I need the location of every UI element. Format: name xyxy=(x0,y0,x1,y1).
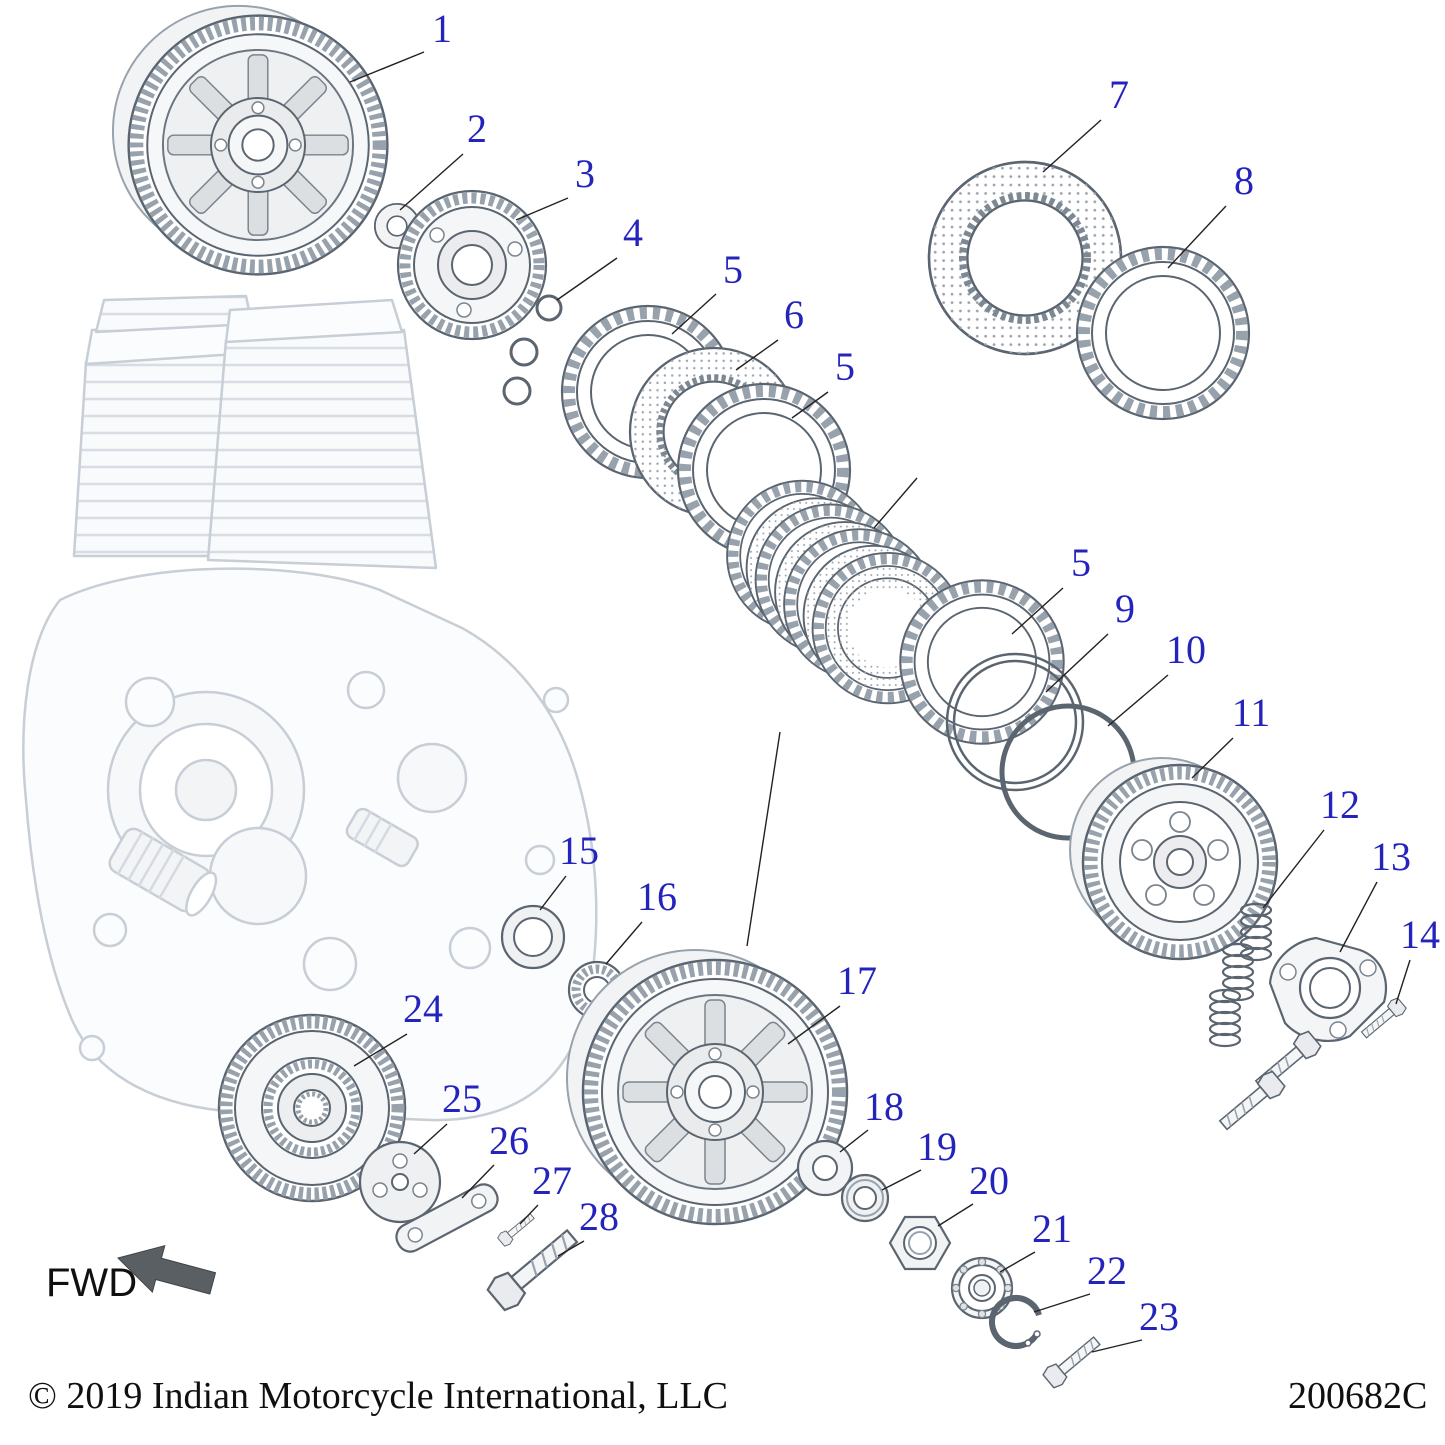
leader-line-18 xyxy=(839,1129,869,1153)
fwd-arrow-icon xyxy=(117,1244,217,1295)
leader-line-4 xyxy=(556,257,618,301)
callout-number-14: 14 xyxy=(1400,912,1440,957)
leader-line-16 xyxy=(605,921,643,965)
bracket-bolt-b xyxy=(1214,1068,1288,1136)
leader-line-21 xyxy=(999,1251,1036,1273)
callout-number-10: 10 xyxy=(1166,627,1206,672)
part13-retainer-bracket xyxy=(1268,936,1388,1042)
leader-line-2 xyxy=(399,153,464,211)
callout-number-5: 5 xyxy=(835,344,855,389)
leader-line-5 xyxy=(1011,587,1064,635)
part23-bolt xyxy=(1040,1331,1105,1391)
leader-line-11 xyxy=(1191,737,1234,779)
leader-line-22 xyxy=(1033,1293,1091,1313)
assembly-lines xyxy=(746,477,918,947)
callout-number-6: 6 xyxy=(784,292,804,337)
small-ring-a xyxy=(509,337,539,367)
leader-line-15 xyxy=(539,875,567,911)
callout-number-19: 19 xyxy=(917,1124,957,1169)
leader-line-25 xyxy=(413,1123,448,1155)
assembly-line xyxy=(873,477,918,529)
leader-line-1 xyxy=(349,51,425,83)
part4-snap-ring xyxy=(502,294,563,406)
leader-line-19 xyxy=(881,1169,922,1191)
part8-friction-plate xyxy=(1077,247,1249,419)
leader-line-7 xyxy=(1042,119,1102,173)
callout-number-17: 17 xyxy=(837,958,877,1003)
callout-number-18: 18 xyxy=(864,1084,904,1129)
part26-lock-plate xyxy=(395,1183,499,1253)
part1-clutch-basket xyxy=(113,6,387,275)
leader-line-28 xyxy=(557,1240,585,1257)
parts-layer xyxy=(113,6,1409,1391)
leader-line-17 xyxy=(787,1005,841,1045)
leader-lines xyxy=(349,51,1411,1353)
copyright-text: © 2019 Indian Motorcycle International, … xyxy=(28,1375,728,1417)
part11-clutch-hub xyxy=(1069,757,1279,961)
callout-number-26: 26 xyxy=(489,1118,529,1163)
leader-line-24 xyxy=(353,1033,408,1067)
callout-number-5: 5 xyxy=(1071,540,1091,585)
part20-nut xyxy=(888,1215,952,1271)
leader-line-9 xyxy=(1045,633,1109,693)
leader-line-27 xyxy=(519,1204,539,1225)
callout-number-3: 3 xyxy=(575,151,595,196)
callout-number-7: 7 xyxy=(1109,72,1129,117)
diagram-id-code: 200682C xyxy=(1288,1375,1427,1417)
part19-washer xyxy=(840,1173,890,1223)
leader-line-5 xyxy=(791,391,829,419)
callout-number-11: 11 xyxy=(1232,690,1271,735)
part12-spring-3 xyxy=(1208,988,1242,1048)
leader-line-12 xyxy=(1262,829,1325,909)
fwd-label: FWD xyxy=(46,1261,137,1305)
leader-line-10 xyxy=(1107,674,1169,727)
leader-line-8 xyxy=(1167,205,1227,269)
callout-number-21: 21 xyxy=(1032,1206,1072,1251)
part3-pressure-plate xyxy=(396,189,548,341)
part24-primary-gear xyxy=(217,1013,407,1203)
callout-number-9: 9 xyxy=(1115,586,1135,631)
small-ring-b xyxy=(502,376,532,406)
leader-line-23 xyxy=(1091,1339,1143,1353)
part9-ring xyxy=(945,652,1085,792)
assembly-line xyxy=(746,731,781,947)
leader-line-20 xyxy=(937,1203,974,1227)
leader-line-26 xyxy=(461,1164,495,1199)
callout-number-8: 8 xyxy=(1234,158,1254,203)
callout-number-13: 13 xyxy=(1371,834,1411,879)
engine-crankcase-art xyxy=(22,294,598,1122)
part12-spring-2 xyxy=(1221,942,1255,1002)
callout-number-16: 16 xyxy=(637,874,677,919)
callout-number-20: 20 xyxy=(969,1158,1009,1203)
leader-line-5 xyxy=(671,293,717,335)
callout-number-15: 15 xyxy=(559,828,599,873)
callout-number-22: 22 xyxy=(1087,1248,1127,1293)
callout-number-1: 1 xyxy=(432,6,452,51)
callout-number-27: 27 xyxy=(532,1158,572,1203)
part15-spacer xyxy=(500,904,566,970)
callout-number-4: 4 xyxy=(623,210,643,255)
part21-bearing xyxy=(950,1256,1014,1320)
clutch-shaft-stub xyxy=(345,807,419,868)
part22-circlip xyxy=(989,1295,1043,1349)
part25-retainer-disc xyxy=(358,1140,442,1224)
callout-number-24: 24 xyxy=(403,986,443,1031)
callout-number-2: 2 xyxy=(467,106,487,151)
output-shaft xyxy=(108,827,218,917)
fwd-indicator: FWD xyxy=(46,1244,217,1305)
leader-line-13 xyxy=(1339,881,1378,953)
leader-line-14 xyxy=(1395,959,1411,1005)
callout-number-25: 25 xyxy=(442,1076,482,1121)
front-cylinder xyxy=(206,328,438,570)
callout-numbers: 1234565785910111213141516171819202122232… xyxy=(403,6,1440,1339)
callout-number-28: 28 xyxy=(579,1194,619,1239)
callout-number-23: 23 xyxy=(1139,1294,1179,1339)
callout-number-5: 5 xyxy=(723,247,743,292)
part27-screw xyxy=(496,1210,538,1249)
leader-line-6 xyxy=(735,339,779,371)
leader-line-3 xyxy=(515,197,569,221)
callout-number-12: 12 xyxy=(1320,782,1360,827)
